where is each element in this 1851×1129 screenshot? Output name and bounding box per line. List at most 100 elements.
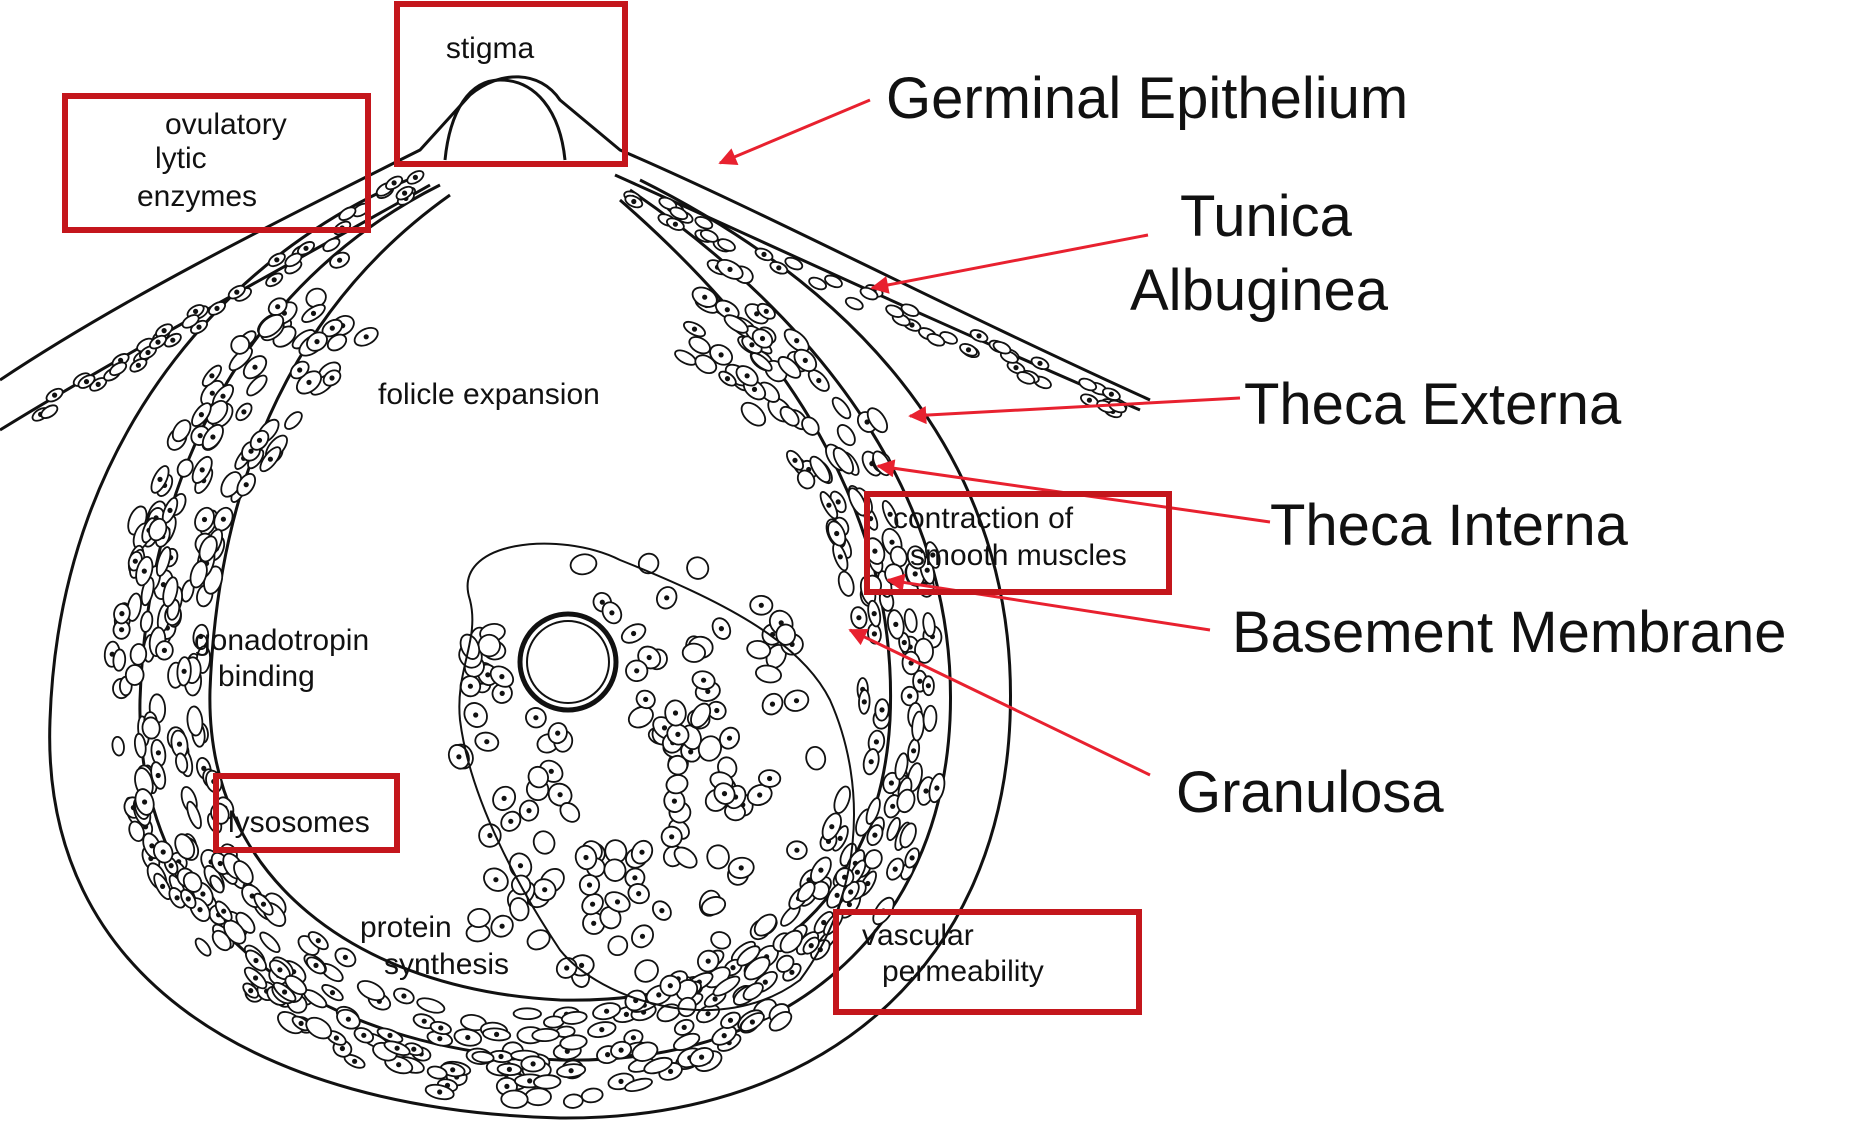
nucleus-icon bbox=[763, 980, 768, 985]
gonadotropin-label-line1: gonadotropin bbox=[194, 624, 369, 657]
nucleus-icon bbox=[498, 1054, 503, 1059]
nucleus-icon bbox=[719, 352, 724, 357]
nucleus-icon bbox=[196, 325, 201, 330]
nucleus-icon bbox=[218, 861, 223, 866]
nucleus-icon bbox=[401, 993, 406, 998]
nucleus-icon bbox=[673, 710, 678, 715]
nucleus-icon bbox=[836, 499, 841, 504]
nucleus-icon bbox=[253, 958, 258, 963]
nucleus-icon bbox=[500, 691, 505, 696]
nucleus-icon bbox=[725, 376, 730, 381]
nucleus-icon bbox=[202, 517, 207, 522]
cell-icon bbox=[706, 844, 731, 870]
nucleus-icon bbox=[818, 868, 823, 873]
nucleus-icon bbox=[200, 467, 205, 472]
nucleus-icon bbox=[1013, 365, 1018, 370]
nucleus-icon bbox=[564, 965, 569, 970]
nucleus-icon bbox=[640, 934, 645, 939]
nucleus-icon bbox=[531, 1061, 536, 1066]
nucleus-icon bbox=[252, 365, 257, 370]
nucleus-icon bbox=[484, 739, 489, 744]
nucleus-icon bbox=[502, 796, 507, 801]
nucleus-icon bbox=[392, 180, 397, 185]
contraction-label-line1: contraction of bbox=[893, 502, 1074, 535]
nucleus-icon bbox=[248, 988, 253, 993]
nucleus-icon bbox=[872, 549, 877, 554]
granulosa-label: Granulosa bbox=[1176, 760, 1444, 825]
nucleus-icon bbox=[119, 611, 124, 616]
nucleus-icon bbox=[518, 863, 523, 868]
nucleus-icon bbox=[656, 992, 661, 997]
nucleus-icon bbox=[673, 222, 678, 227]
nucleus-icon bbox=[456, 754, 461, 759]
nucleus-icon bbox=[167, 508, 172, 513]
basement-membrane-label: Basement Membrane bbox=[1232, 600, 1786, 665]
cell-icon bbox=[844, 295, 865, 311]
nucleus-icon bbox=[437, 1036, 442, 1041]
nucleus-icon bbox=[893, 622, 898, 627]
vascular-label-line2: permeability bbox=[882, 955, 1044, 988]
nucleus-icon bbox=[119, 627, 124, 632]
cell-icon bbox=[113, 649, 126, 671]
nucleus-icon bbox=[714, 708, 719, 713]
nucleus-icon bbox=[334, 1035, 339, 1040]
nucleus-icon bbox=[636, 891, 641, 896]
nucleus-icon bbox=[133, 559, 138, 564]
nucleus-icon bbox=[872, 833, 877, 838]
nucleus-icon bbox=[558, 792, 563, 797]
cell-icon bbox=[804, 745, 827, 771]
nucleus-icon bbox=[599, 1027, 604, 1032]
nucleus-icon bbox=[297, 367, 302, 372]
cell-icon bbox=[836, 570, 856, 598]
nucleus-icon bbox=[234, 290, 239, 295]
nucleus-icon bbox=[934, 785, 939, 790]
cell-icon bbox=[534, 1075, 561, 1090]
tunica-label-line1: Tunica bbox=[1180, 184, 1353, 249]
nucleus-icon bbox=[155, 340, 160, 345]
nucleus-icon bbox=[177, 742, 182, 747]
nucleus-icon bbox=[220, 394, 225, 399]
nucleus-icon bbox=[209, 373, 214, 378]
cell-icon bbox=[130, 643, 147, 665]
nucleus-icon bbox=[507, 1067, 512, 1072]
nucleus-icon bbox=[142, 799, 147, 804]
nucleus-icon bbox=[199, 412, 204, 417]
nucleus-icon bbox=[395, 1046, 400, 1051]
nucleus-icon bbox=[728, 1018, 733, 1023]
nucleus-icon bbox=[702, 295, 707, 300]
follicle-expansion-label: folicle expansion bbox=[378, 378, 600, 411]
nucleus-icon bbox=[749, 342, 754, 347]
nucleus-icon bbox=[910, 855, 915, 860]
nucleus-icon bbox=[437, 1089, 442, 1094]
nucleus-icon bbox=[632, 875, 637, 880]
nucleus-icon bbox=[500, 924, 505, 929]
nucleus-icon bbox=[699, 1055, 704, 1060]
nucleus-icon bbox=[591, 921, 596, 926]
nucleus-icon bbox=[615, 899, 620, 904]
nucleus-icon bbox=[902, 640, 907, 645]
cell-icon bbox=[604, 932, 631, 959]
nucleus-icon bbox=[549, 769, 554, 774]
nucleus-icon bbox=[745, 373, 750, 378]
nucleus-icon bbox=[1087, 398, 1092, 403]
nucleus-icon bbox=[829, 824, 834, 829]
nucleus-icon bbox=[494, 1032, 499, 1037]
nucleus-icon bbox=[157, 477, 162, 482]
gonadotropin-label-line2: binding bbox=[218, 660, 315, 693]
nucleus-icon bbox=[182, 669, 187, 674]
stigma-bulge bbox=[445, 80, 565, 160]
theca-externa-label: Theca Externa bbox=[1244, 372, 1622, 437]
nucleus-icon bbox=[402, 191, 407, 196]
nucleus-icon bbox=[346, 1017, 351, 1022]
nucleus-icon bbox=[1037, 361, 1042, 366]
nucleus-icon bbox=[197, 907, 202, 912]
nucleus-icon bbox=[713, 996, 718, 1001]
nucleus-icon bbox=[136, 363, 141, 368]
nucleus-icon bbox=[639, 850, 644, 855]
cell-icon bbox=[525, 1088, 551, 1105]
nucleus-icon bbox=[253, 975, 258, 980]
nucleus-icon bbox=[668, 1069, 673, 1074]
nucleus-icon bbox=[634, 668, 639, 673]
cell-icon bbox=[581, 1087, 604, 1104]
